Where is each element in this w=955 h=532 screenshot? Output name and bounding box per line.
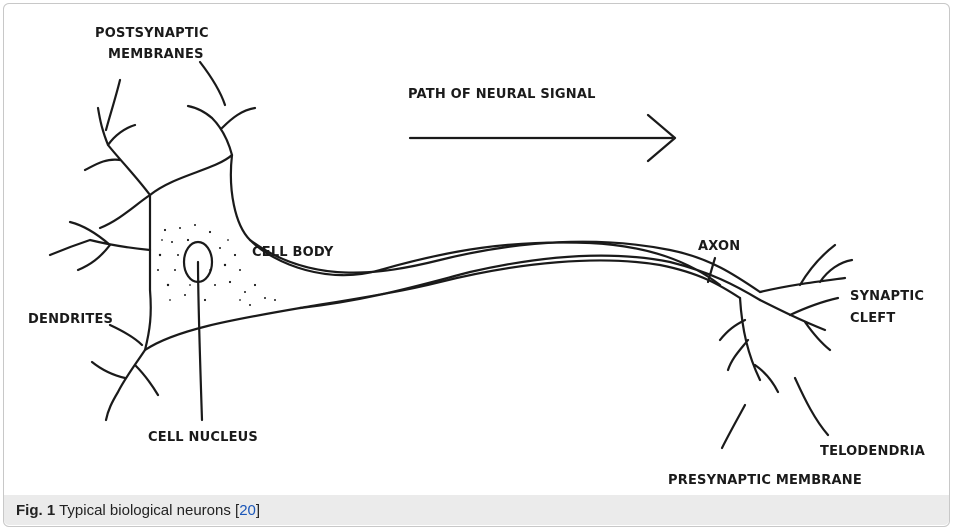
label-postsynaptic-line2: MEMBRANES xyxy=(108,47,204,62)
figure-caption: Fig. 1 Typical biological neurons [20] xyxy=(16,502,260,519)
nucleus-leader xyxy=(198,262,202,420)
label-cell-body: CELL BODY xyxy=(252,245,334,260)
caption-text: Typical biological neurons [ xyxy=(59,502,239,519)
cell-body-lower xyxy=(145,195,740,350)
cell-body-stipple xyxy=(157,224,276,306)
figure-label: Fig. 1 xyxy=(16,502,55,519)
label-postsynaptic-line1: POSTSYNAPTIC xyxy=(95,26,209,41)
postsynaptic-leader-left xyxy=(106,80,120,130)
label-dendrites: DENDRITES xyxy=(28,312,113,327)
label-telodendria: TELODENDRIA xyxy=(820,444,925,459)
citation-link[interactable]: 20 xyxy=(239,502,256,519)
terminal-upper-branch xyxy=(760,245,852,292)
terminal-mid-branch xyxy=(760,298,838,350)
label-synaptic-line1: SYNAPTIC xyxy=(850,289,924,304)
dendrite-upper-right xyxy=(188,106,255,155)
label-axon: AXON xyxy=(698,239,740,254)
dendrite-lower xyxy=(92,350,158,420)
caption-bar: Fig. 1 Typical biological neurons [20] xyxy=(4,495,949,525)
postsynaptic-leader-right xyxy=(200,62,225,105)
label-presynaptic: PRESYNAPTIC MEMBRANE xyxy=(668,473,862,488)
terminal-lower-branch xyxy=(720,298,778,392)
label-cell-nucleus: CELL NUCLEUS xyxy=(148,430,258,445)
dendrite-left xyxy=(50,222,150,270)
dendrite-upper-left xyxy=(85,108,150,195)
neuron-diagram: POSTSYNAPTIC MEMBRANES PATH OF NEURAL SI… xyxy=(0,0,955,495)
label-path-signal: PATH OF NEURAL SIGNAL xyxy=(408,87,596,102)
presynaptic-leader xyxy=(722,405,745,448)
dendrites-leader xyxy=(110,325,142,345)
axon-line-lower xyxy=(300,256,760,308)
telodendria-leader xyxy=(795,378,828,435)
label-synaptic-line2: CLEFT xyxy=(850,311,895,326)
caption-close: ] xyxy=(256,502,260,519)
cell-body-outline xyxy=(100,155,720,285)
